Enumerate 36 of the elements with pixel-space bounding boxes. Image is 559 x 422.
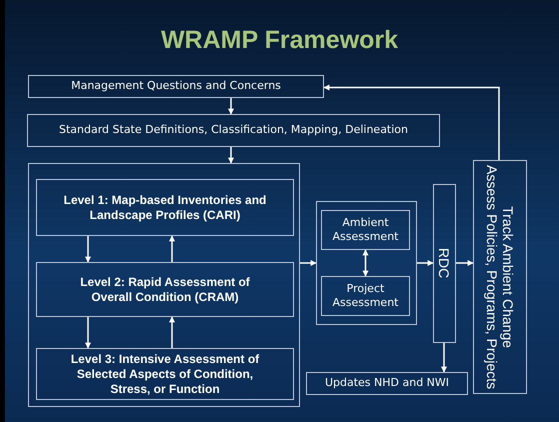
rotated-label: RDC	[436, 248, 453, 279]
process-box	[27, 114, 440, 147]
arrow	[323, 84, 500, 160]
level-box	[36, 348, 294, 400]
level-box	[36, 262, 294, 317]
arrow	[362, 249, 368, 277]
box-label: Level 3: Intensive Assessment of Selected Aspects of Condition, Stress, or Function	[70, 352, 260, 396]
arrow	[228, 147, 234, 164]
arrow	[228, 98, 234, 115]
process-box	[321, 210, 410, 250]
box-label: Level 1: Map-based Inventories and Landscape Profiles (CARI)	[63, 192, 267, 222]
rotated-label: Track Ambient Change	[500, 205, 516, 350]
box-label: Ambient Assessment	[332, 216, 400, 244]
arrow	[417, 260, 434, 266]
arrow	[441, 343, 447, 373]
process-box	[433, 184, 456, 343]
box-label: Standard State Definitions, Classification, Mapping, Delineation	[58, 123, 408, 138]
box-label: Project Assessment	[332, 282, 400, 310]
arrow	[169, 316, 175, 348]
arrow	[85, 317, 91, 349]
process-box	[306, 372, 468, 395]
process-box	[473, 160, 527, 394]
container-box	[316, 201, 417, 325]
arrow	[169, 235, 175, 262]
box-label: Updates NHD and NWI	[324, 376, 450, 391]
rotated-label: Assess Policies, Programs, Projects	[484, 164, 500, 390]
container-box	[28, 163, 300, 407]
level-box	[36, 179, 294, 236]
process-box	[321, 276, 410, 316]
arrow	[456, 260, 474, 266]
box-label: Level 2: Rapid Assessment of Overall Condition (CRAM)	[79, 274, 251, 304]
arrow	[300, 260, 317, 266]
box-label: Management Questions and Concerns	[71, 79, 281, 94]
title: WRAMP Framework	[160, 26, 400, 55]
process-box	[28, 75, 324, 98]
arrow	[85, 236, 91, 263]
